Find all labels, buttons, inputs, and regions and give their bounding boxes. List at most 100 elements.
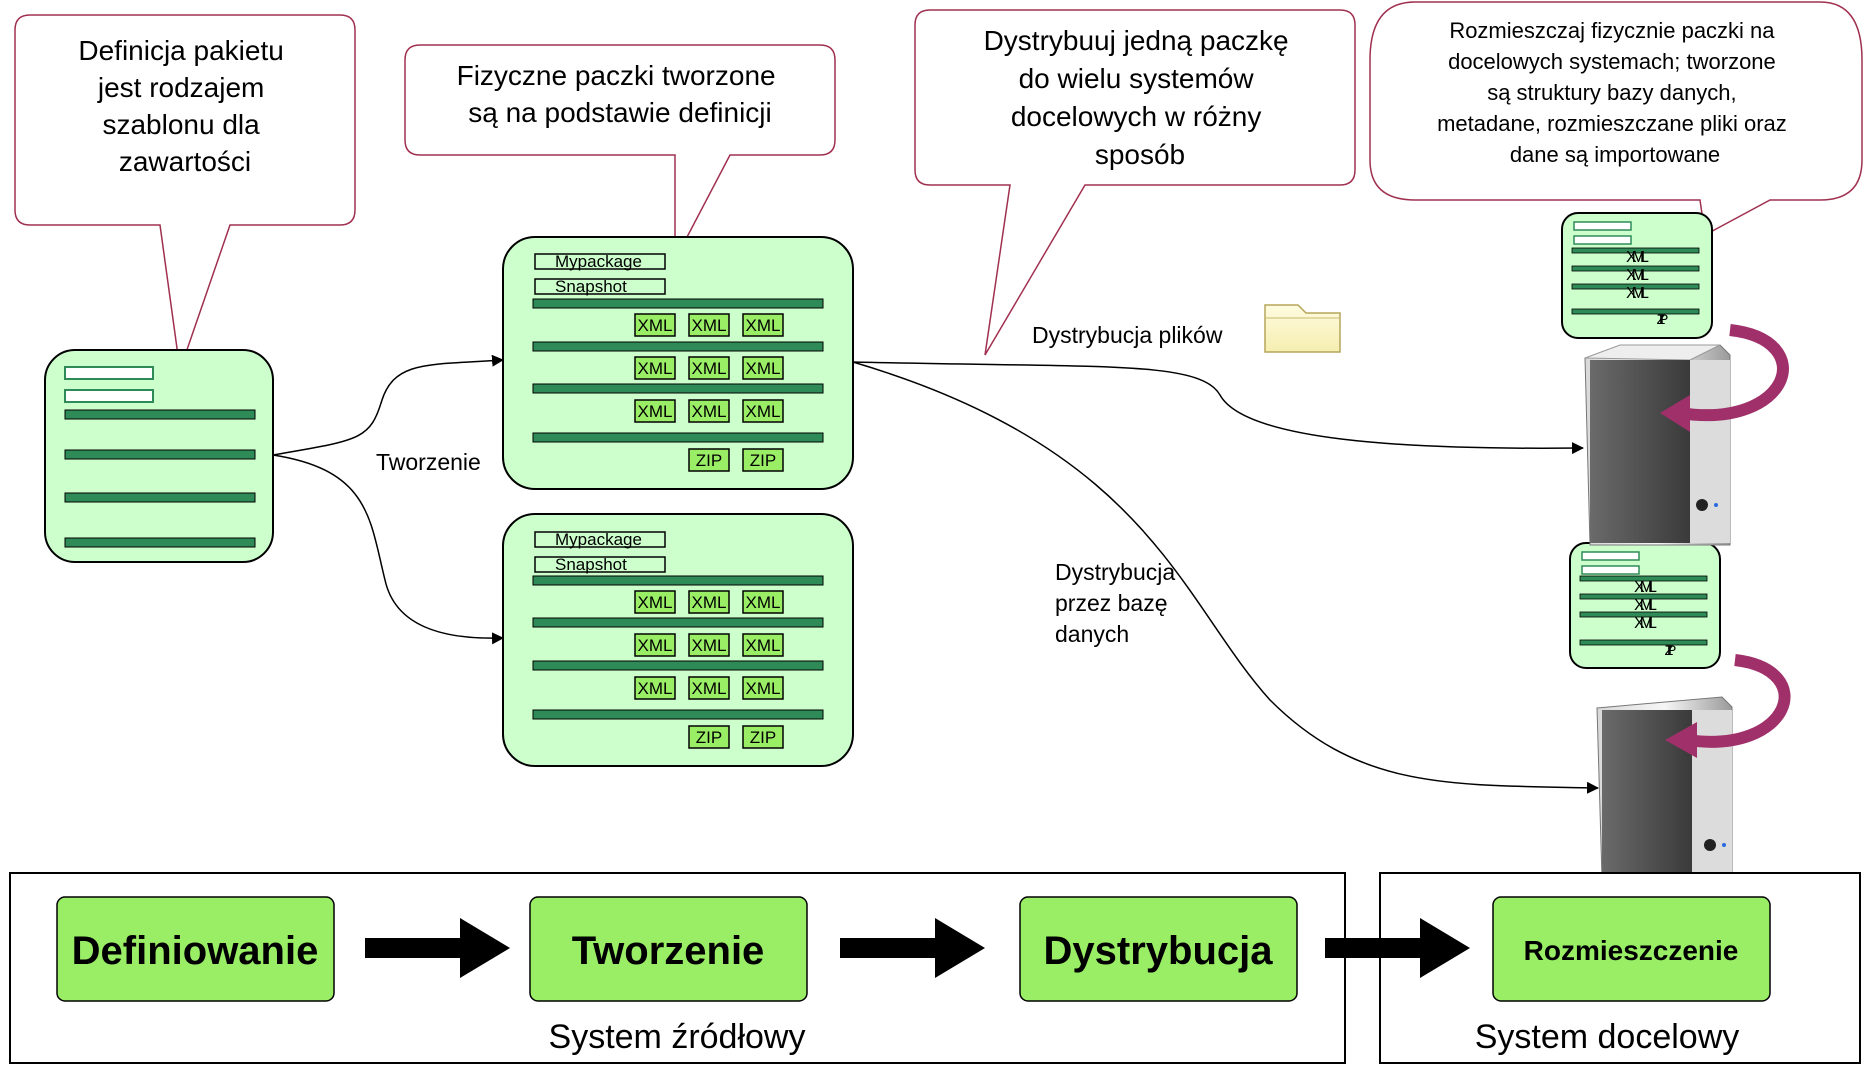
step-label: Tworzenie (572, 929, 765, 973)
xml-file-box (742, 590, 784, 614)
file-grid: XML XML XML XML XML XML XML XML XML ZIP ZIP (634, 590, 784, 749)
xml-file-label: XML (746, 636, 781, 655)
template-bar (64, 449, 256, 460)
deployment-bubble-line: Rozmieszczaj fizycznie paczki na (1449, 18, 1775, 43)
svg-text:Definicja pakietu jest r: Definicja pakietu jest rodzajem szablonu… (78, 35, 291, 177)
zip-file-label: ZIP (750, 728, 776, 747)
step-creating: Tworzenie (529, 896, 808, 1002)
xml-file-box (688, 313, 730, 337)
xml-file-label: XML (746, 679, 781, 698)
xml-file-label: XML (638, 636, 673, 655)
db-distribution-label: Dystrybucja przez bazę danych (1055, 559, 1182, 647)
step-distribution: Dystrybucja (1019, 896, 1298, 1002)
package-bar (532, 617, 824, 628)
step-defining: Definiowanie (56, 896, 335, 1002)
template-field (64, 366, 154, 380)
step-label: Definiowanie (72, 929, 319, 973)
xml-file-box (742, 313, 784, 337)
xml-file-box (634, 313, 676, 337)
zip-file-label: ZIP (750, 451, 776, 470)
process-arrow (1325, 918, 1470, 978)
xml-file-label: XML (638, 402, 673, 421)
xml-file-label: XML (692, 636, 727, 655)
step-deployment: Rozmieszczenie (1492, 896, 1771, 1002)
create-label: Tworzenie (376, 449, 481, 475)
step-label: Rozmieszczenie (1524, 935, 1739, 966)
distribution-bubble-line: Dystrybuuj jedną paczkę (984, 25, 1289, 56)
xml-file-box (688, 633, 730, 657)
zip-file-box (742, 448, 784, 472)
package-name: Mypackage (555, 252, 642, 271)
xml-file-label: XML (746, 316, 781, 335)
svg-text:Rozmieszczaj fizycznie paczki: Rozmieszczaj fizycznie paczki na docelow… (1437, 18, 1793, 167)
package-bar (532, 298, 824, 309)
definition-bubble-line: jest rodzajem (97, 72, 265, 103)
folder-icon (1264, 304, 1341, 353)
zip-file-box (688, 448, 730, 472)
xml-file-box (634, 356, 676, 380)
xml-file-box (634, 399, 676, 423)
xml-file-label: XML (746, 402, 781, 421)
zip-file-label: ZIP (696, 451, 722, 470)
package-bar (532, 383, 824, 394)
definition-bubble-line: zawartości (119, 146, 251, 177)
process-arrow (840, 918, 985, 978)
svg-text:Dystrybuuj jedną paczkę: Dystrybuuj jedną paczkę do wielu systemó… (984, 25, 1297, 170)
deploy-arrow-1 (1660, 324, 1789, 432)
deployment-bubble-line: docelowych systemach; tworzone (1448, 49, 1776, 74)
distribution-bubble-line: docelowych w różny (1011, 101, 1262, 132)
deploy-arrow-2 (1665, 654, 1791, 758)
deployment-bubble-line: dane są importowane (1510, 142, 1720, 167)
package-bar (532, 575, 824, 586)
template-bar (64, 492, 256, 503)
xml-file-label: XML (746, 593, 781, 612)
package-bar (532, 341, 824, 352)
xml-file-box (688, 399, 730, 423)
xml-file-label: XML (692, 679, 727, 698)
xml-file-label: XML (638, 593, 673, 612)
xml-file-box (742, 676, 784, 700)
package-snapshot: Snapshot (555, 277, 627, 296)
target-system-label: System docelowy (1475, 1018, 1740, 1056)
xml-file-label: XML (692, 316, 727, 335)
xml-file-box (634, 590, 676, 614)
deployed-package-2: XML XML XML ZIP (1569, 542, 1721, 669)
xml-file-label: XML (692, 593, 727, 612)
server-icon (1584, 344, 1731, 546)
package-box-1: Mypackage Snapshot XML XML XML XML XML XML XML… (502, 236, 854, 490)
file-distribution-arrow (852, 361, 1584, 455)
xml-file-label: XML (692, 359, 727, 378)
definition-bubble: Definicja pakietu jest rodzajem szablonu… (14, 14, 356, 371)
xml-file-box (742, 399, 784, 423)
package-bar (532, 660, 824, 671)
definition-bubble-line: szablonu dla (102, 109, 260, 140)
creation-bubble: Fizyczne paczki tworzone są na podstawie… (404, 44, 836, 261)
definition-box (44, 349, 274, 563)
creation-bubble-line: Fizyczne paczki tworzone (457, 60, 776, 91)
xml-file-box (742, 633, 784, 657)
step-label: Dystrybucja (1044, 929, 1274, 973)
package-snapshot: Snapshot (555, 555, 627, 574)
package-bar (532, 432, 824, 443)
xml-file-label: XML (638, 359, 673, 378)
zip-file-label: ZIP (696, 728, 722, 747)
svg-text:Fizyczne paczki tworzone: Fizyczne paczki tworzone są na podstawie… (457, 60, 784, 128)
xml-file-box (688, 356, 730, 380)
template-bar (64, 409, 256, 420)
xml-file-box (634, 633, 676, 657)
create-arrow-1 (272, 354, 504, 456)
xml-file-label: XML (638, 316, 673, 335)
xml-file-label: XML (746, 359, 781, 378)
distribution-bubble-line: sposób (1095, 139, 1185, 170)
server-icon (1596, 696, 1733, 879)
xml-file-label: XML (638, 679, 673, 698)
zip-file-box (742, 725, 784, 749)
definition-bubble-line: Definicja pakietu (78, 35, 283, 66)
xml-file-box (688, 590, 730, 614)
zip-file-box (688, 725, 730, 749)
deployed-package-1: XML XML XML ZIP (1561, 212, 1713, 339)
package-name: Mypackage (555, 530, 642, 549)
template-field (64, 389, 154, 403)
